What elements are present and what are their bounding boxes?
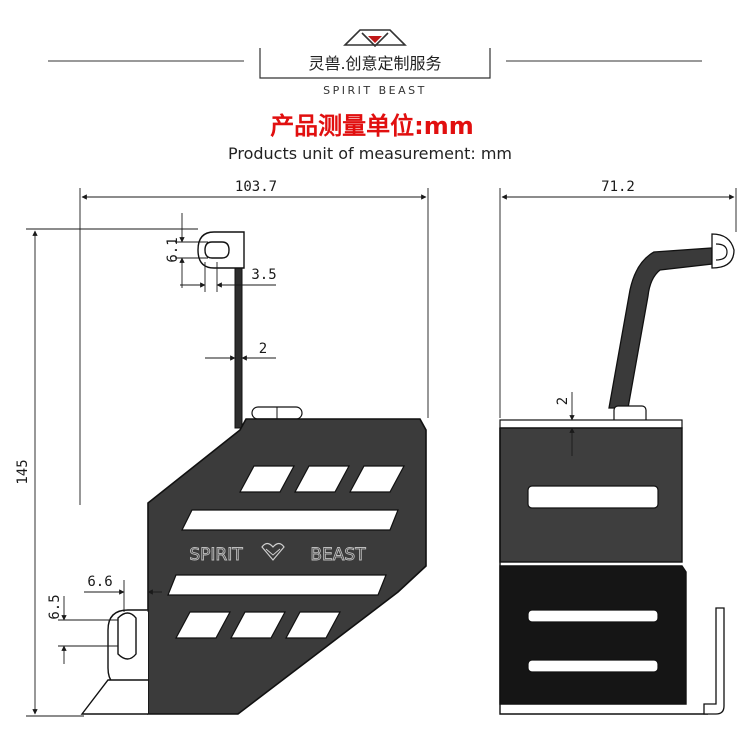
page-title-cn: 产品测量单位:mm xyxy=(270,112,474,140)
brand-header: 灵兽.创意定制服务 SPIRIT BEAST xyxy=(48,29,702,97)
brand-logo-icon xyxy=(343,29,407,48)
heart-logo-icon xyxy=(261,542,285,561)
front-top-tab xyxy=(197,231,245,269)
front-view: SPIRIT BEAST 103.7 145 6.1 xyxy=(15,179,429,717)
front-main-plate xyxy=(147,418,427,715)
side-view: 71.2 2 xyxy=(499,179,737,715)
page-title-en: Products unit of measurement: mm xyxy=(228,144,512,163)
front-bolts xyxy=(251,406,303,420)
side-upper-slot xyxy=(527,485,659,509)
emboss-text-right: BEAST xyxy=(310,545,366,565)
side-top-tab-hole xyxy=(715,243,728,261)
front-top-tab-slot xyxy=(204,241,230,259)
front-bottom-foot xyxy=(80,679,148,715)
dim-bottom-offset xyxy=(84,580,162,612)
front-bottom-tab xyxy=(107,609,148,689)
dim-bracket-thickness-label: 2 xyxy=(259,341,267,357)
dim-side-thickness-label: 2 xyxy=(555,397,571,405)
side-lower-plate xyxy=(499,565,687,705)
side-lower-slot-1 xyxy=(527,609,659,623)
dim-tab-offset xyxy=(180,262,276,292)
dim-bottom-hole-label: 6.5 xyxy=(47,594,63,619)
dim-front-width-label: 103.7 xyxy=(235,179,277,195)
dim-side-width-label: 71.2 xyxy=(601,179,635,195)
dim-tab-hole xyxy=(175,213,208,288)
dim-front-width xyxy=(79,188,429,505)
side-bottom-hook xyxy=(703,607,725,715)
dim-tab-offset-label: 3.5 xyxy=(251,267,276,283)
front-slots-bottom xyxy=(174,611,342,639)
dim-front-height xyxy=(26,228,198,717)
side-left-edge xyxy=(499,428,708,715)
side-top-tab xyxy=(711,233,735,269)
brand-name-en: SPIRIT BEAST xyxy=(323,84,427,97)
dim-bottom-offset-label: 6.6 xyxy=(87,574,112,590)
header-frame xyxy=(259,48,491,79)
dim-front-height-label: 145 xyxy=(15,459,31,484)
side-top-flange xyxy=(499,419,683,429)
dim-bottom-hole xyxy=(58,596,118,664)
brand-name-cn: 灵兽.创意定制服务 xyxy=(308,54,441,73)
front-bottom-tab-slot xyxy=(117,612,137,660)
side-bracket-arm xyxy=(608,247,713,409)
dim-tab-hole-label: 6.1 xyxy=(165,237,181,262)
front-slots-long xyxy=(167,509,399,596)
side-lower-slot-2 xyxy=(527,659,659,673)
dim-side-width xyxy=(499,188,737,418)
emboss-text-left: SPIRIT xyxy=(189,545,243,565)
front-slots-top xyxy=(238,465,406,493)
